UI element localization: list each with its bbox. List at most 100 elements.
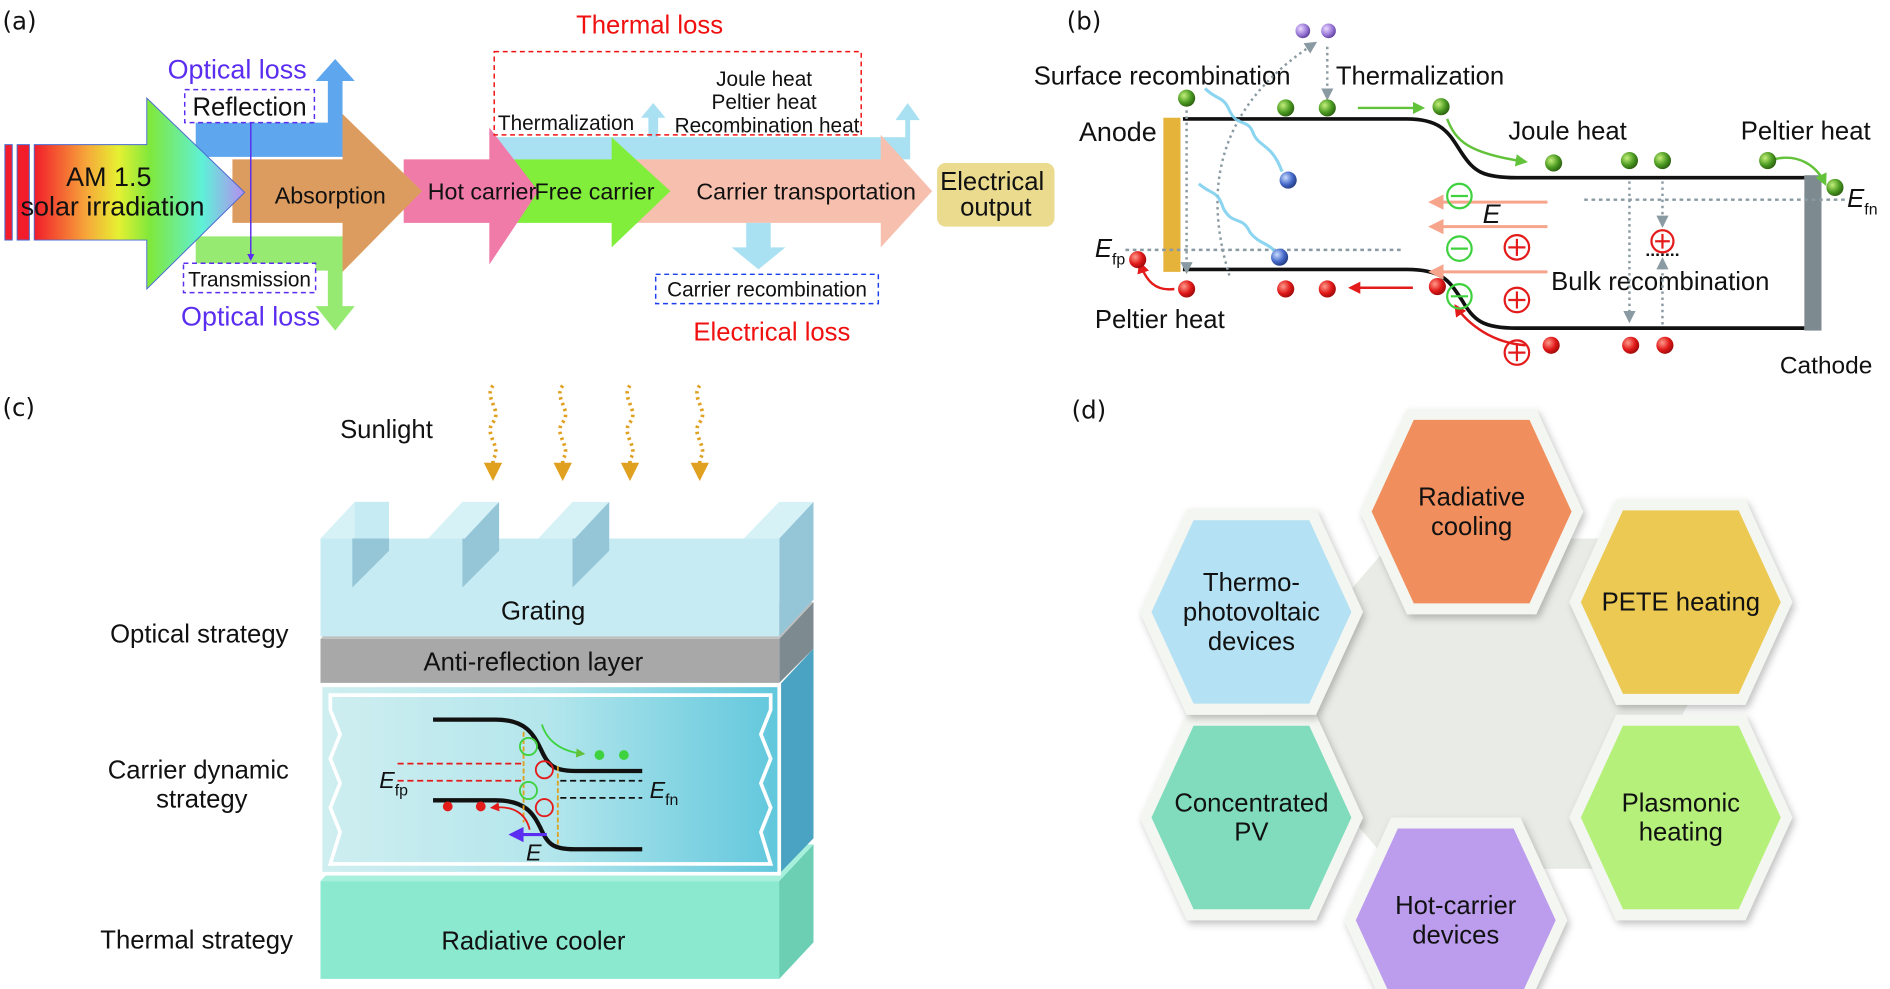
hexagon-fill <box>1151 520 1352 704</box>
absorption-arrow <box>232 114 423 272</box>
holes <box>1129 251 1674 354</box>
efp-label: Efp <box>1095 235 1126 268</box>
hexagon-fill <box>1580 725 1781 910</box>
reflection-label: Reflection <box>192 93 306 121</box>
thermal-bar <box>495 137 900 160</box>
panel-c-label: (c) <box>2 393 35 422</box>
field-label-b: E <box>1483 199 1502 229</box>
electron-icon <box>1432 98 1450 116</box>
stage-carrier-transportation: Carrier transportation <box>696 179 916 205</box>
joule-heat-arrow <box>1446 118 1528 167</box>
heat-list: Joule heat Peltier heat Recombination he… <box>675 68 860 137</box>
efn-label-c: Efn <box>650 777 679 809</box>
hexagon-pete-heating: PETE heating <box>1569 499 1793 705</box>
charges-c <box>518 737 554 818</box>
sunlight-label: Sunlight <box>340 416 433 444</box>
valence-band <box>1182 267 1805 330</box>
bulk-recombination-label: Bulk recombination <box>1551 268 1769 296</box>
stage-free-carrier: Free carrier <box>534 179 654 205</box>
cathode-label: Cathode <box>1780 352 1872 379</box>
panel-b-label: (b) <box>1067 7 1102 36</box>
grating-side <box>779 501 814 637</box>
conduction-band <box>1182 117 1805 180</box>
negative-charges <box>1446 182 1473 310</box>
hot-carrier-icon <box>1321 23 1336 39</box>
conduction-band-c <box>433 717 643 774</box>
valence-band-c <box>433 798 643 852</box>
transmission-arrow <box>195 236 355 331</box>
photon-wave <box>1203 87 1284 173</box>
electron-icon <box>1826 178 1844 197</box>
anode-label: Anode <box>1079 117 1157 147</box>
thermal-strategy-label: Thermal strategy <box>100 926 293 954</box>
hole-icon <box>1622 336 1640 354</box>
hole-icon <box>1428 277 1446 296</box>
surface-recombination-label: Surface recombination <box>1034 63 1291 91</box>
plus-charge-icon <box>534 798 554 818</box>
hole-icon <box>1178 280 1196 298</box>
minus-charge-icon <box>518 781 538 801</box>
electron-icon <box>1277 99 1295 117</box>
plus-charge-icon <box>1503 286 1531 314</box>
reflection-arrow <box>195 59 355 157</box>
hole-flow-arrow <box>489 802 531 830</box>
efn-label: Efn <box>1847 185 1877 218</box>
electron-icon <box>1178 89 1196 107</box>
radiative-cooler-label: Radiative cooler <box>441 928 626 956</box>
optical-strategy-label: Optical strategy <box>110 621 289 649</box>
source-label: AM 1.5 solar irradiation <box>21 162 205 221</box>
grating-teeth <box>320 501 814 588</box>
hexagon-fill <box>1355 828 1556 989</box>
thermal-loss-arrow-small <box>641 103 666 138</box>
electron-icon <box>1653 151 1672 170</box>
photon-wave <box>1197 182 1279 256</box>
electrical-loss-arrow <box>731 222 786 270</box>
anode-electrode <box>1163 117 1181 272</box>
plus-charge-icon <box>1650 229 1675 254</box>
transmission-label: Transmission <box>188 269 311 292</box>
electron-icon <box>594 750 605 760</box>
thermal-loss-box <box>493 50 862 136</box>
minus-charge-icon <box>1446 182 1473 210</box>
thermal-loss-label: Thermal loss <box>576 11 723 39</box>
optical-loss-top: Optical loss <box>168 55 307 85</box>
minus-charge-icon <box>1446 282 1473 310</box>
minus-charge-icon <box>1446 235 1473 262</box>
hole-icon <box>1542 336 1560 354</box>
sunlight-ray-icon <box>620 384 640 482</box>
panel-a-label: (a) <box>2 7 36 36</box>
anti-reflection-side <box>779 602 814 683</box>
sunlight-ray-icon <box>690 384 709 482</box>
panel-b: (b) Anode Cathode Efp Efn Surface recomb… <box>1034 7 1878 380</box>
field-label-c: E <box>526 839 542 865</box>
peltier-heat-arrow-right <box>1773 156 1827 186</box>
hexagon-fill <box>1580 510 1781 694</box>
hole-icon <box>1277 280 1295 298</box>
hole-icon <box>475 801 486 812</box>
hexagon-label: PETE heating <box>1602 589 1760 617</box>
joule-heat-label: Joule heat <box>1508 118 1626 146</box>
anti-reflection-layer <box>320 638 780 683</box>
electrical-output-label: Electrical output <box>940 168 1051 222</box>
spectrum-bar <box>4 144 13 241</box>
efp-label-c: Efp <box>379 767 408 799</box>
electron-icon <box>1620 151 1638 170</box>
carrier-icon <box>1271 248 1289 266</box>
electrical-loss-label: Electrical loss <box>693 318 850 346</box>
carrier-layer-side <box>779 648 814 874</box>
electron-icon <box>618 750 629 760</box>
electrical-output-box <box>937 162 1055 227</box>
carrier-icon <box>1279 171 1297 189</box>
electron-icon <box>1545 154 1563 172</box>
grating-label: Grating <box>501 597 585 625</box>
peltier-heat-left-label: Peltier heat <box>1095 306 1225 334</box>
solar-irradiation-arrow <box>33 97 246 291</box>
spectrum-bar <box>16 144 30 241</box>
